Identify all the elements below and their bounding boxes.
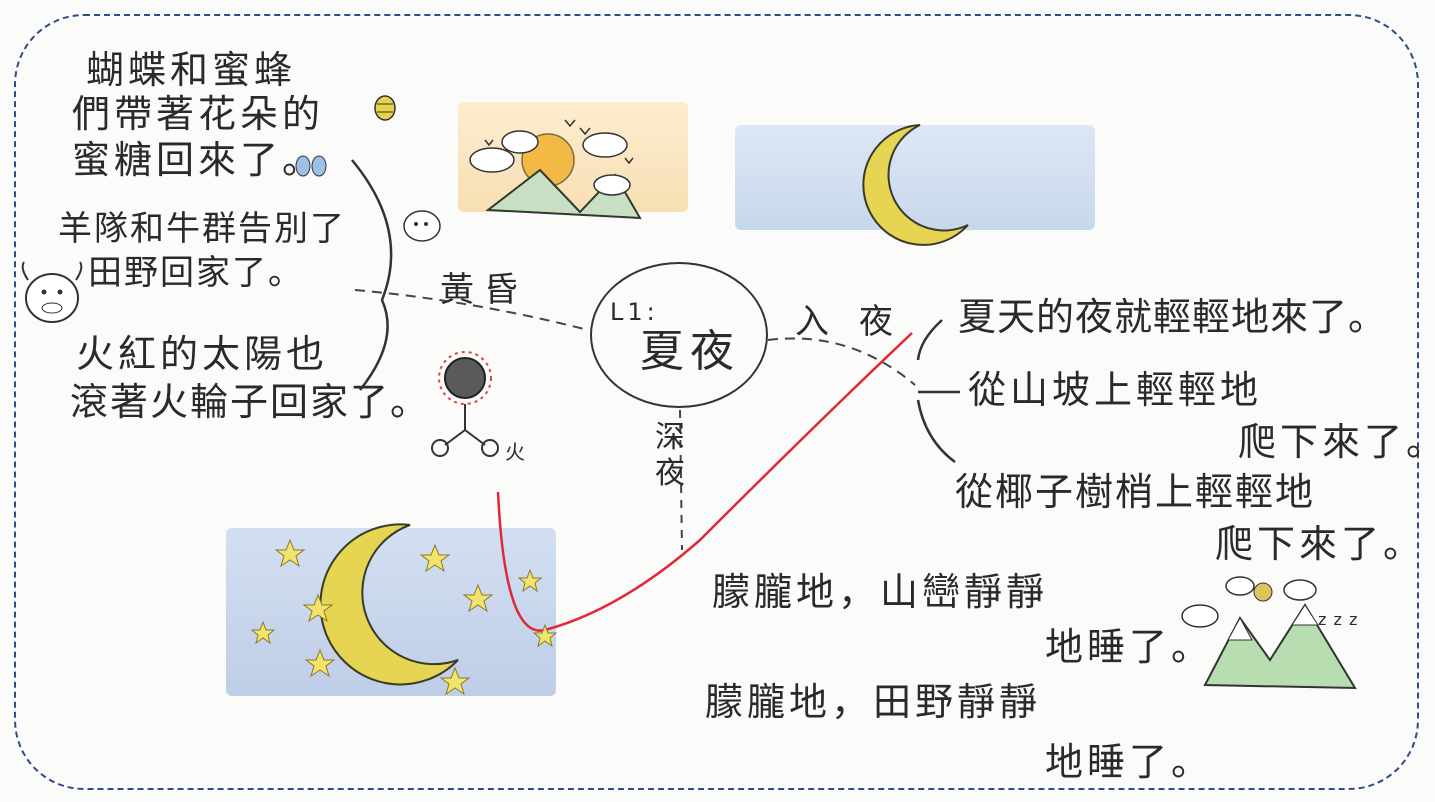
night-line-5: 爬下來了。 xyxy=(1215,522,1426,566)
night-line-4: 從椰子樹梢上輕輕地 xyxy=(955,470,1316,514)
deep-line-1: 朦朧地，山巒靜靜 xyxy=(712,570,1049,614)
zzz-label: z z z xyxy=(1318,610,1359,629)
central-topic-circle xyxy=(590,262,768,408)
dusk-line-5: 田野回家了。 xyxy=(88,253,304,293)
connector-dusk xyxy=(354,289,589,331)
branch-label-dusk: 黃昏 xyxy=(440,270,528,310)
bracket-night xyxy=(916,319,960,464)
crescent-moon-icon xyxy=(862,124,969,246)
bee-icon xyxy=(374,95,396,121)
fire-label: 火 xyxy=(505,440,529,464)
stars-icon xyxy=(250,538,558,696)
deep-line-3: 朦朧地，田野靜靜 xyxy=(705,680,1042,724)
cow-icon xyxy=(21,261,83,323)
dusk-line-7: 滾著火輪子回家了。 xyxy=(70,380,431,424)
crescent-moon-icon-large xyxy=(319,523,459,686)
night-sky-patch xyxy=(735,125,1095,230)
night-line-3: 爬下來了。 xyxy=(1238,420,1435,464)
dusk-line-4: 羊隊和牛群告別了 xyxy=(58,209,346,249)
dusk-line-1: 蝴蝶和蜜蜂 xyxy=(86,48,297,92)
dusk-line-2: 們帶著花朵的 xyxy=(72,92,325,136)
night-line-1: 夏天的夜就輕輕地來了。 xyxy=(958,295,1388,339)
sun-wheels-icon xyxy=(431,351,499,457)
central-topic-title: 夏夜 xyxy=(640,326,740,377)
dusk-line-3: 蜜糖回來了。 xyxy=(72,138,325,182)
branch-label-night: 入夜 xyxy=(795,302,923,342)
branch-label-deep: 深夜 xyxy=(655,420,689,491)
connector-night xyxy=(767,337,916,386)
dusk-line-6: 火紅的太陽也 xyxy=(76,332,329,376)
dusk-scene-icon xyxy=(469,119,642,220)
deep-line-4: 地睡了。 xyxy=(1045,740,1214,784)
red-line xyxy=(496,332,913,632)
sleeping-mountains-icon xyxy=(1181,576,1357,690)
sheep-icon xyxy=(403,210,441,242)
lesson-code: L1: xyxy=(610,298,659,326)
bracket-dusk xyxy=(351,159,393,391)
night-line-2: 從山坡上輕輕地 xyxy=(968,368,1263,412)
dashed-frame xyxy=(14,14,1419,790)
deep-line-2: 地睡了。 xyxy=(1045,625,1214,669)
butterfly-icon xyxy=(295,155,327,177)
